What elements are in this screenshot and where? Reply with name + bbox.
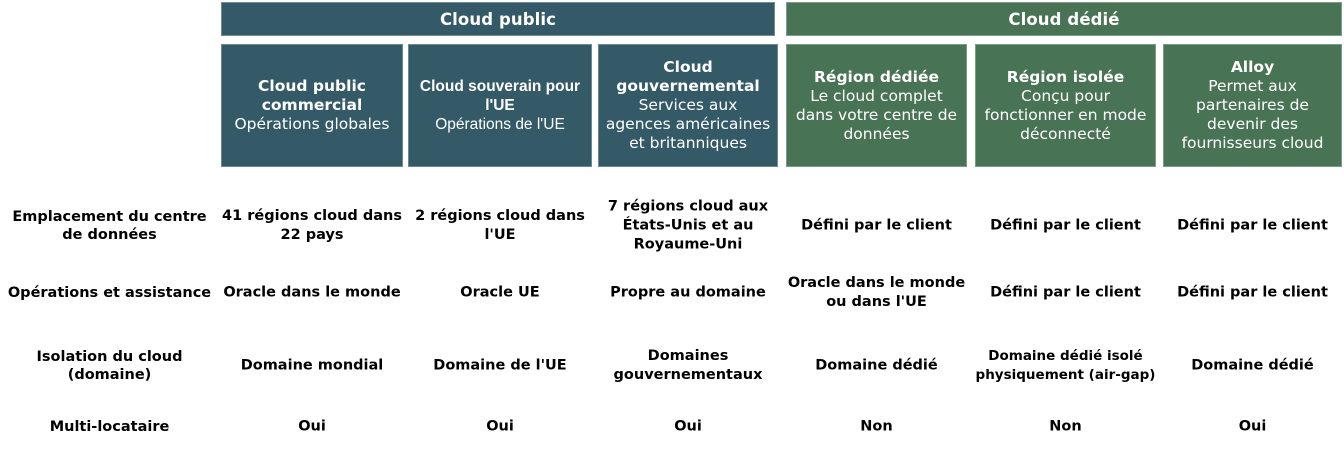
table-cell: Non [1049,418,1082,435]
column-card-subtitle: Conçu pour fonctionner en mode déconnect… [984,86,1147,143]
column-card-title-line1: Cloud souverain pour [419,78,581,95]
column-card-title-line1: Région isolée [1006,67,1125,86]
table-cell: Oracle dans le monde ou dans l'UE [787,275,966,310]
column-card-title-line1: Cloud [663,58,713,76]
column-card-region-dediee: Région dédiée Le cloud complet dans votr… [786,44,967,167]
column-card-title-line2: gouvernemental [616,77,760,95]
column-card-alloy: Alloy Permet aux partenaires de devenir … [1163,44,1342,167]
table-cell: Oui [298,418,326,435]
row-label-isolation-cloud-domaine: Isolation du cloud (domaine) [36,349,183,383]
column-card-subtitle: Permet aux partenaires de devenir des fo… [1181,77,1324,152]
column-header-row: Cloud public commercial Opérations globa… [0,44,1344,167]
table-cell: Défini par le client [1177,284,1328,301]
table-cell: Domaine dédié isolé physiquement (air-ga… [975,348,1156,383]
table-cell: Oracle dans le monde [223,284,401,301]
table-cell: Domaines gouvernementaux [613,348,763,383]
table-cell: Oui [486,418,514,435]
column-card-title-line2: commercial [261,96,363,114]
table-cell: Défini par le client [990,284,1141,301]
column-card-cloud-gouvernemental: Cloud gouvernemental Services aux agence… [598,44,778,167]
column-card-subtitle: Opérations globales [234,115,390,133]
table-cell: Oui [1238,418,1267,435]
table-cell: Défini par le client [801,217,952,234]
table-cell: Défini par le client [990,217,1141,234]
table-cell: Défini par le client [1177,217,1328,234]
group-banner-cloud-dedie: Cloud dédié [786,2,1342,36]
column-card-subtitle: Services aux agences américaines et brit… [605,96,771,152]
table-cell: Propre au domaine [610,284,766,301]
row-label-operations-assistance: Opérations et assistance [7,285,212,301]
table-cell: Oracle UE [460,284,540,301]
table-cell: Non [860,418,893,435]
column-card-cloud-public-commercial: Cloud public commercial Opérations globa… [221,44,403,167]
column-card-title-line1: Cloud public [258,77,366,95]
table-cell: Oui [674,418,702,435]
table-cell: Domaine dédié [1191,357,1314,374]
column-card-region-isolee: Région isolée Conçu pour fonctionner en … [975,44,1156,167]
column-card-subtitle: Opérations de l'UE [435,116,565,133]
table-cell: 7 régions cloud aux États-Unis et au Roy… [607,198,769,253]
column-card-subtitle: Le cloud complet dans votre centre de do… [795,86,958,143]
row-label-emplacement-centre-donnees: Emplacement du centre de données [12,209,207,243]
group-banner-cloud-public: Cloud public [221,2,775,36]
group-header-row: Cloud public Cloud dédié [0,2,1344,36]
table-cell: Domaine mondial [240,357,384,374]
column-card-cloud-souverain-ue: Cloud souverain pour l'UE Opérations de … [408,44,592,167]
column-card-title-line2: l'UE [485,97,515,114]
row-label-multi-locataire: Multi-locataire [49,419,170,435]
table-cell: 2 régions cloud dans l'UE [415,208,585,243]
table-cell: Domaine dédié [815,357,938,374]
table-cell: 41 régions cloud dans 22 pays [222,208,402,243]
column-card-title-line1: Région dédiée [814,67,939,86]
table-cell: Domaine de l'UE [433,357,567,374]
column-card-title-line1: Alloy [1230,58,1275,76]
